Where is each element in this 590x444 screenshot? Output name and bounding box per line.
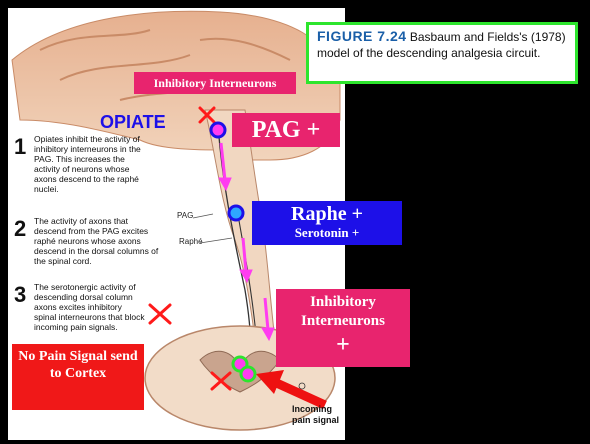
label-inhibitory-interneurons-right: Inhibitory Interneurons + (276, 289, 410, 367)
label-inhibitory-interneurons-text: Inhibitory Interneurons (276, 293, 410, 331)
label-serotonin: Serotonin + (252, 225, 402, 241)
neuron-circle-icon (241, 367, 255, 381)
step-number: 3 (14, 282, 26, 308)
label-plus: + (276, 331, 410, 359)
step-text: The activity of axons that descend from … (34, 216, 162, 266)
label-pag-small: PAG (177, 211, 193, 220)
step-number: 1 (14, 134, 26, 160)
step-number: 2 (14, 216, 26, 242)
step-text: The serotonergic activity of descending … (34, 282, 146, 332)
label-inhibitory-interneurons-top: Inhibitory Interneurons (134, 72, 296, 94)
label-opiate: OPIATE (100, 112, 166, 133)
step-3: 3 The serotonergic activity of descendin… (14, 282, 146, 332)
label-raphe-box: Raphe + Serotonin + (252, 201, 402, 245)
label-incoming-pain-signal: Incoming pain signal (292, 404, 352, 426)
neuron-circle-icon (211, 123, 225, 137)
figure-label: FIGURE 7.24 (317, 28, 407, 44)
label-pag: PAG + (232, 113, 340, 147)
step-text: Opiates inhibit the activity of inhibito… (34, 134, 146, 194)
neuron-circle-icon (229, 206, 243, 220)
step-1: 1 Opiates inhibit the activity of inhibi… (14, 134, 146, 194)
figure-caption: FIGURE 7.24 Basbaum and Fields's (1978) … (306, 22, 578, 84)
label-raphe-small: Raphé (179, 237, 203, 246)
label-no-pain: No Pain Signal send to Cortex (12, 344, 144, 410)
step-2: 2 The activity of axons that descend fro… (14, 216, 162, 266)
label-raphe: Raphe + (252, 203, 402, 225)
